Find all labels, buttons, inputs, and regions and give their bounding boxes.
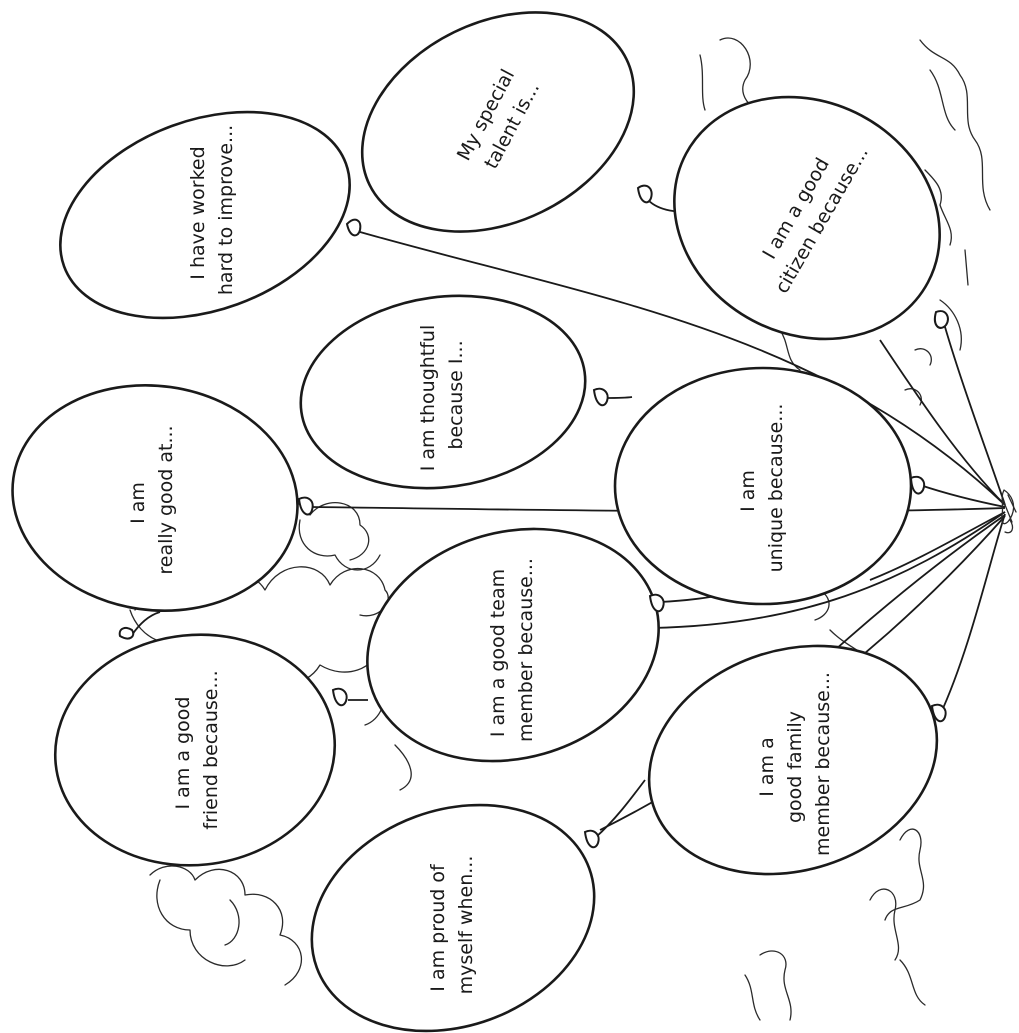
proud-of-myself-text: I am proud of myself when... [427, 856, 477, 995]
balloon-unique [613, 366, 926, 606]
balloon-family-member [647, 644, 947, 876]
thoughtful-text: I am thoughtful because I... [417, 319, 467, 472]
unique-text: I am unique because... [737, 404, 787, 573]
balloon-really-good-at [11, 384, 314, 612]
worked-hard-text: I have worked hard to improve... [187, 125, 237, 295]
scenery-landscape [699, 37, 991, 1021]
family-member-text: I am a good family member because... [756, 672, 834, 856]
balloon-good-citizen [673, 95, 949, 341]
good-friend-text: I am a good friend because... [172, 670, 222, 829]
balloon-thoughtful [299, 294, 609, 490]
string-knot-bundle [1001, 489, 1017, 534]
really-good-at-text: I am really good at... [127, 425, 177, 574]
balloon-proud-of-myself [310, 803, 600, 1033]
balloon-special-talent [360, 11, 653, 233]
balloon-good-friend [53, 627, 348, 867]
balloon-team-member [366, 527, 665, 763]
team-member-text: I am a good team member because... [487, 558, 537, 742]
balloon-worked-hard [59, 110, 362, 320]
